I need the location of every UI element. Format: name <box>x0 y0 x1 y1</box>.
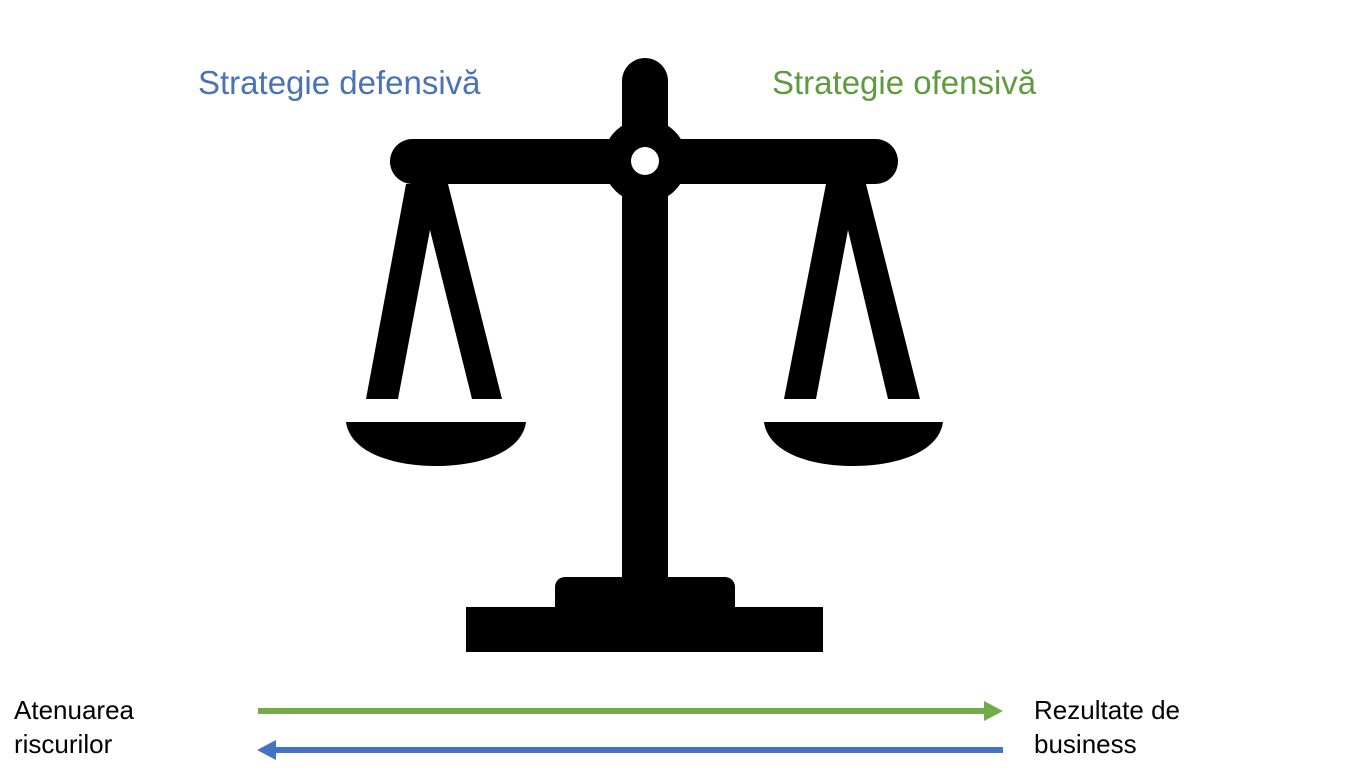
scale-column <box>622 175 668 595</box>
right-pan-hanger <box>784 184 920 399</box>
scale-base-lower <box>466 607 823 652</box>
business-results-label: Rezultate de business <box>1034 693 1180 761</box>
defensive-strategy-heading: Strategie defensivă <box>198 64 481 101</box>
business-results-line2: business <box>1034 729 1137 759</box>
left-pan <box>346 422 526 466</box>
scale-pivot-hole <box>631 147 659 175</box>
backward-arrow <box>257 740 1003 760</box>
risk-mitigation-line1: Atenuarea <box>14 695 134 725</box>
offensive-strategy-heading: Strategie ofensivă <box>772 64 1037 101</box>
right-pan <box>764 422 943 466</box>
business-results-line1: Rezultate de <box>1034 695 1180 725</box>
left-pan-hanger <box>366 184 502 399</box>
forward-arrow <box>258 701 1003 721</box>
risk-mitigation-label: Atenuarea riscurilor <box>14 693 134 761</box>
risk-mitigation-line2: riscurilor <box>14 729 113 759</box>
